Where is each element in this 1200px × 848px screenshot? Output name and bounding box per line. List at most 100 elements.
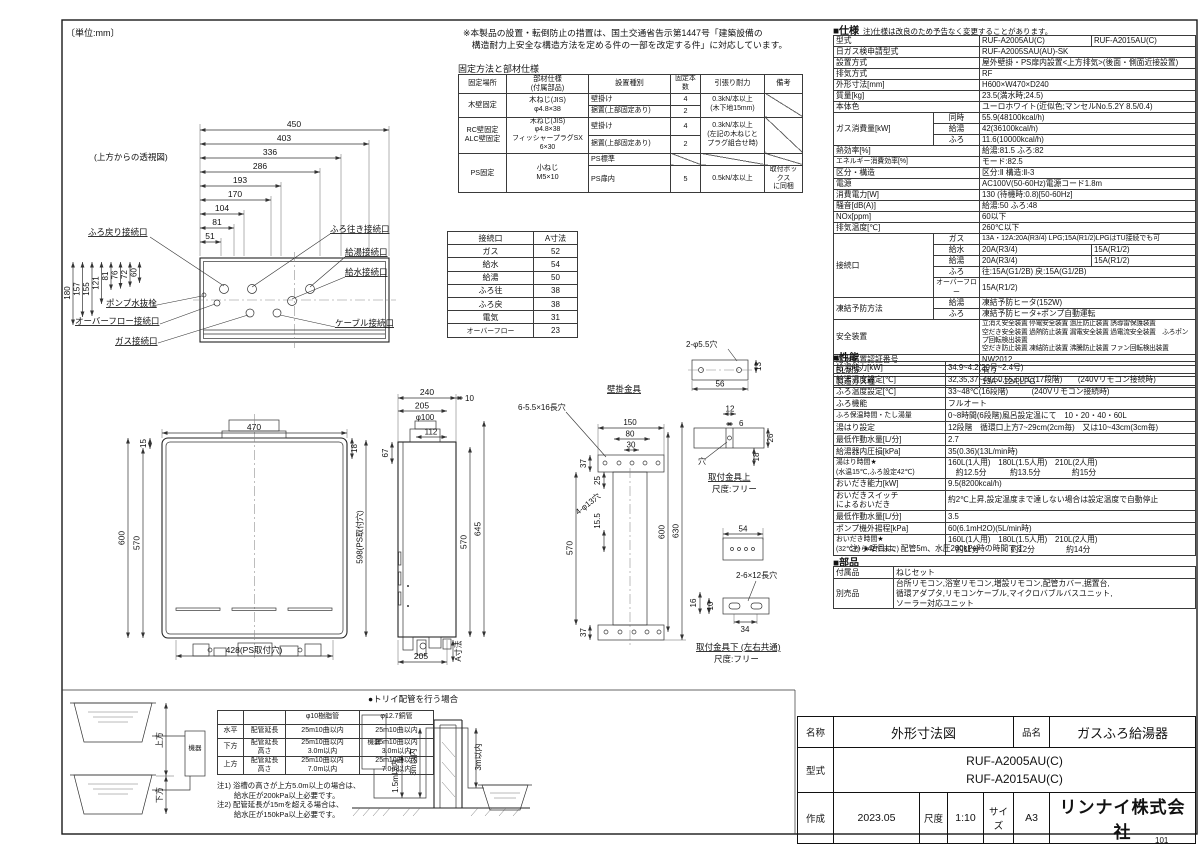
cell: 設置種別 [588, 74, 671, 94]
front-view: 470 15 18 600 570 598(PS取付穴) 428(PS取付穴) [117, 414, 368, 660]
cell: 引張り耐力 [700, 74, 765, 94]
dim-label: 80 [626, 430, 635, 439]
dim-label: A寸法 [453, 640, 463, 661]
cell: 34.9~4.2(20号~2.4号) [945, 361, 1196, 374]
cell: 160L(1人用) 180L(1.5人用) 210L(2人用) 約12.5分 約… [945, 457, 1196, 479]
cell: 3.5 [945, 510, 1196, 524]
dim-label: 76 [111, 270, 120, 279]
cell: 33~48℃(16段階) (240Vリモコン接続時) [945, 385, 1196, 398]
cell: 2 [670, 134, 701, 154]
dim-label: 上方 [154, 732, 164, 748]
cell: 電気 [447, 310, 534, 325]
cell: オーバーフロー [447, 323, 534, 338]
cell: 20A(R3/4) [979, 244, 1092, 256]
dim-label: 570 [459, 535, 469, 549]
cell: AC100V(50-60Hz)電源コード1.8m [979, 178, 1196, 190]
torii-title: ●トリイ配管を行う場合 [368, 694, 459, 704]
cell: 作成 [797, 792, 834, 844]
port-label: 給湯接続口 [345, 247, 388, 257]
side-view: 240 205 φ100 112 10 67 570 645 205 A寸法 [381, 387, 486, 665]
cell: RC壁固定 ALC壁固定 [458, 116, 507, 154]
cell: 50 [533, 270, 578, 285]
notice-text: ※本製品の設置・転倒防止の措置は、国土交通省告示第1447号「建築設備の 構造耐… [463, 28, 788, 51]
cell: 区分・構造 [833, 167, 980, 179]
cell: RUF-A2015AU(C) [1091, 35, 1196, 47]
cell: 据置(上部固定あり) [588, 134, 671, 154]
cell: 25m10曲以内 3.0m以内 [359, 737, 434, 758]
cell: 凍結予防方法 [833, 297, 934, 321]
cell: 型式 [797, 747, 834, 793]
hole-label: 4-φ13穴 [573, 491, 602, 517]
cell: ふろ機能 [833, 397, 946, 410]
slot-label: 6-5.5×16長穴 [518, 402, 566, 412]
cell: 25m10曲以内 [359, 724, 434, 739]
cell: NOx[ppm] [833, 211, 980, 223]
dim-label: 570 [565, 541, 575, 555]
cell: 配管延長 [243, 724, 286, 739]
dim-label: 18 [752, 452, 761, 461]
dim-label: φ100 [416, 413, 435, 422]
port-label: ふろ往き接続口 [330, 224, 390, 234]
cell: RUF-A2005SAU(AU)-SK [979, 46, 1196, 58]
piping-notes: 注1) 浴槽の高さが上方5.0m以上の場合は、 給水圧が200kPa以上必要です… [217, 781, 361, 819]
dim-label: 570 [132, 536, 142, 550]
detail-caption: 取付金具下 (左右共通) [696, 642, 781, 652]
dim-label: 60 [130, 268, 139, 277]
dim-label: 1.5m以内 [390, 759, 400, 793]
dim-label: 72 [120, 270, 129, 279]
cell: 給湯:81.5 ふろ:82 [979, 145, 1196, 157]
cell: ふろ [933, 308, 980, 321]
cell: 15A(R1/2) [979, 276, 1196, 299]
cell: 給湯:50 ふろ:48 [979, 200, 1196, 212]
cell: 配管延長 高さ [243, 737, 286, 758]
slot-label: 2-6×12長穴 [736, 570, 777, 580]
dim-label: 286 [253, 161, 267, 171]
cell: ふろ戻 [447, 296, 534, 312]
dim-label: 428(PS取付穴) [226, 645, 283, 655]
cell: 下方 [217, 737, 244, 758]
cell: モード:82.5 [979, 156, 1196, 168]
cell: 38 [533, 283, 578, 298]
detail-caption: 尺度:フリー [712, 484, 757, 494]
fixing-table-title: 固定方法と部材仕様 [458, 64, 540, 74]
cell: ガス [933, 233, 980, 245]
top-view-title: (上方からの透視図) [94, 152, 168, 162]
cell: 35(0.36)(13L/min時) [945, 445, 1196, 458]
dim-label: 150 [623, 418, 637, 427]
dim-label: 15.5 [593, 513, 602, 529]
cell: ふろ温度設定[℃] [833, 385, 946, 398]
cell: おいだき能力[kW] [833, 477, 946, 491]
cell: ガス消費量[kW] [833, 112, 934, 146]
port-label: ふろ戻り接続口 [88, 227, 148, 237]
cell: サイズ [983, 792, 1014, 844]
cell: 給水 [447, 257, 534, 272]
cell: 160L(1人用) 180L(1.5人用) 210L(2人用) 約11分 約12… [945, 534, 1196, 556]
cell: 25m10曲以内 7.0m以内 [285, 756, 360, 776]
cell: 31 [533, 310, 578, 325]
cell: 据置(上部固定あり) [588, 104, 671, 118]
cell: 取付ボックス に同梱 [764, 164, 803, 194]
cell [764, 116, 803, 154]
cell: RF [979, 68, 1196, 80]
cell: RUF-A2005AU(C) [979, 35, 1092, 47]
dim-label: 470 [247, 422, 261, 432]
cell: ユーロホワイト(近似色;マンセルNo.5.2Y 8.5/0.4) [979, 101, 1196, 113]
cell: A寸法 [533, 230, 578, 246]
cell: 尺度 [919, 792, 948, 844]
cell: リンナイ株式会社 [1049, 792, 1196, 844]
cell: 騒音[dB(A)] [833, 200, 980, 212]
cell: 設置方式 [833, 57, 980, 69]
hole-label: 穴 [698, 456, 706, 466]
cell: 13A・12A:20A(R3/4) LPG;15A(R1/2)LPGはTU接続で… [979, 233, 1196, 245]
cell: エネルギー消費効率[%] [833, 156, 980, 168]
cell: 給水 [933, 244, 980, 256]
sheet-frame [61, 19, 1198, 835]
perf-table: 給湯能力[kW]34.9~4.2(20号~2.4号)給湯温度設定[℃]32,35… [833, 361, 1196, 556]
cell: 型式 [833, 35, 980, 47]
cell: 2.7 [945, 433, 1196, 446]
cell: 木ねじ(JIS) φ4.8×38 [506, 92, 589, 118]
dim-label: 403 [277, 133, 291, 143]
